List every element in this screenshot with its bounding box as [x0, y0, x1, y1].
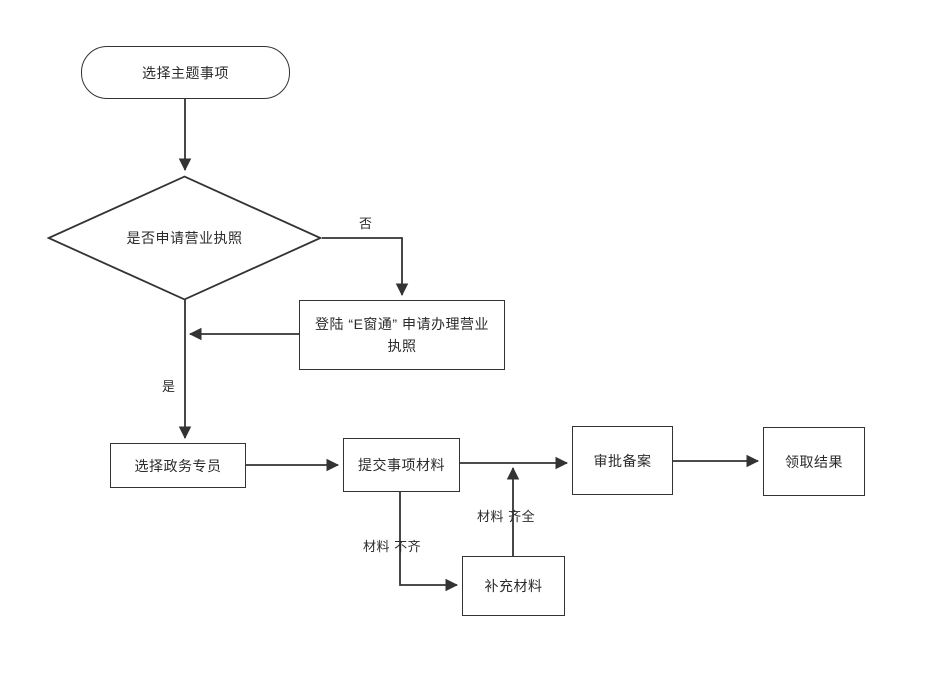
node-submit-materials[interactable]: 提交事项材料 [343, 438, 460, 492]
node-supplement-materials-label: 补充材料 [484, 578, 543, 594]
node-submit-materials-label: 提交事项材料 [358, 457, 445, 473]
node-ecwt-license[interactable]: 登陆 “E窗通” 申请办理营业执照 [299, 300, 505, 370]
edge-submit-to-supplement [399, 492, 459, 592]
edge-label-no: 否 [359, 215, 373, 233]
diamond-shape [46, 175, 323, 301]
edge-label-yes-text: 是 [162, 379, 176, 394]
edge-label-complete: 材料 齐全 [477, 508, 535, 526]
node-ecwt-license-label: 登陆 “E窗通” 申请办理营业执照 [315, 316, 489, 354]
node-get-result-label: 领取结果 [785, 453, 843, 470]
node-select-topic-label: 选择主题事项 [142, 64, 229, 81]
edge-label-incomplete: 材料 不齐 [363, 538, 421, 556]
edge-decision-no-to-ecwt [322, 237, 409, 297]
node-supplement-materials[interactable]: 补充材料 [462, 556, 565, 616]
edge-label-yes: 是 [162, 378, 176, 396]
node-select-officer[interactable]: 选择政务专员 [110, 443, 246, 488]
edge-label-incomplete-text: 材料 不齐 [363, 539, 422, 554]
node-decision-license[interactable]: 是否申请营业执照 [46, 175, 323, 301]
node-get-result[interactable]: 领取结果 [763, 427, 865, 496]
edge-label-complete-text: 材料 齐全 [477, 509, 536, 524]
node-select-officer-label: 选择政务专员 [134, 457, 222, 474]
edge-label-no-text: 否 [359, 216, 373, 231]
node-approval-record-label: 审批备案 [593, 452, 652, 469]
node-approval-record[interactable]: 审批备案 [572, 426, 673, 495]
node-select-topic[interactable]: 选择主题事项 [81, 46, 290, 99]
